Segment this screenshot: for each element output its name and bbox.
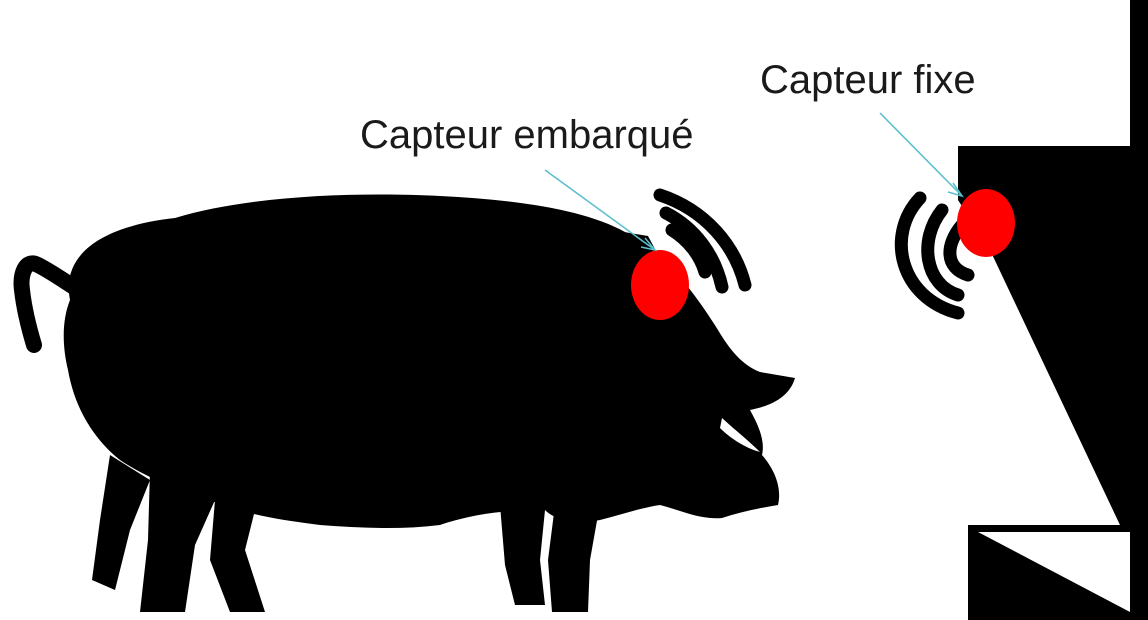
- pig-front-leg-1: [548, 505, 598, 612]
- pig-hind-leg-3: [210, 500, 265, 612]
- pig-hind-leg-2: [92, 455, 150, 590]
- embedded-sensor-label: Capteur embarqué: [360, 113, 694, 157]
- fixed-sensor-leader: [880, 113, 962, 196]
- fixed-sensor-label: Capteur fixe: [760, 58, 976, 102]
- embedded-sensor-dot: [631, 250, 689, 320]
- fixed-sensor-dot: [957, 189, 1015, 257]
- pig-silhouette: [22, 195, 795, 612]
- pig-front-leg-2: [500, 505, 545, 605]
